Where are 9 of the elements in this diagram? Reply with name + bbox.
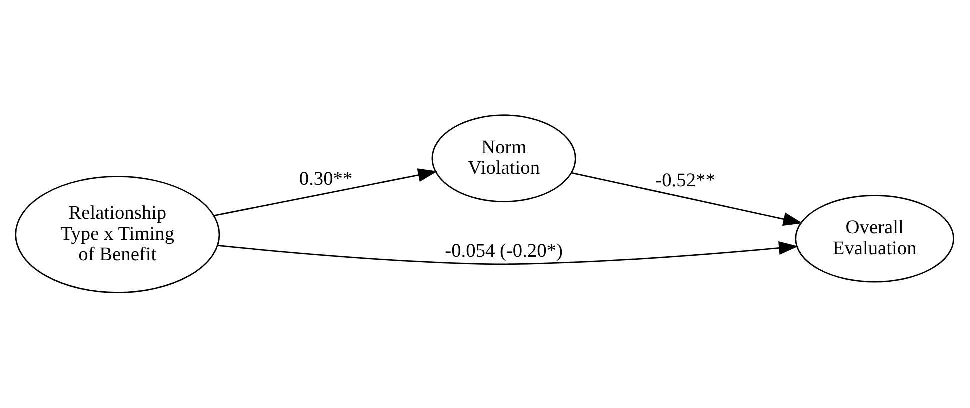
arrow [572, 172, 803, 226]
node-ellipse: Overall Evaluation [795, 194, 954, 283]
edge-label: 0.30** [299, 169, 353, 190]
arrow [214, 168, 438, 216]
node-ellipse: Relationship Type x Timing of Benefit [15, 176, 220, 294]
node-ellipse: Norm Violation [432, 114, 576, 203]
arrow [218, 241, 798, 266]
edge-label: -0.054 (-0.20*) [445, 241, 563, 262]
edge-label: -0.52** [656, 170, 716, 192]
